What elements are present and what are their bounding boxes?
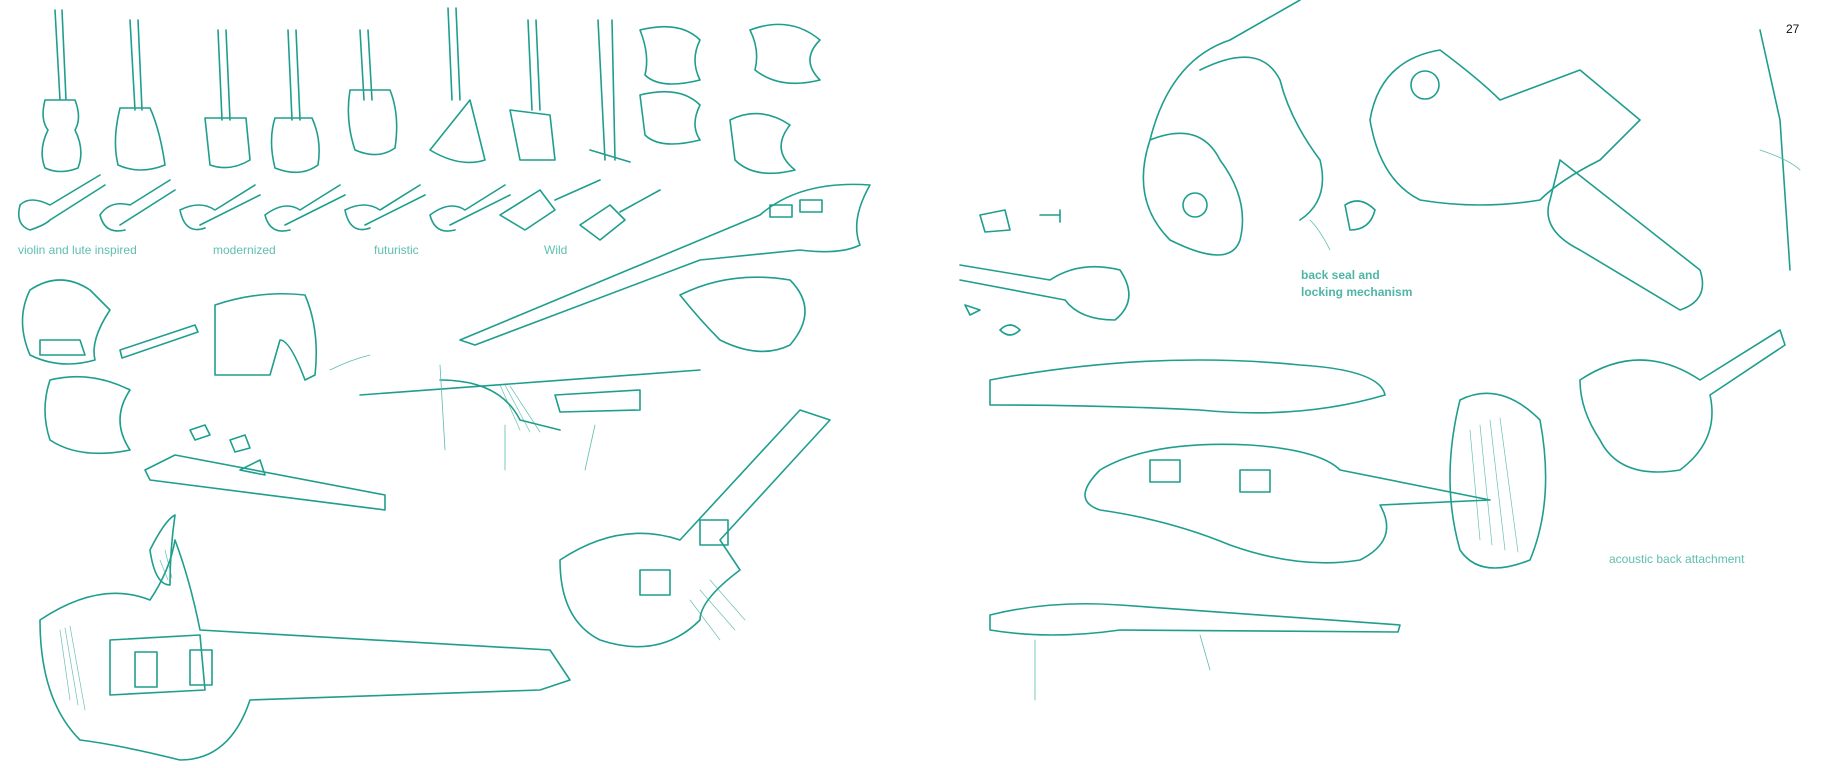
label-wild: Wild xyxy=(544,243,568,257)
label-modernized: modernized xyxy=(213,243,276,257)
page-number: 27 xyxy=(1786,22,1800,36)
thumbnail-guitars-row xyxy=(41,7,821,175)
left-sketches xyxy=(21,279,571,761)
thumbnail-guitars-angled xyxy=(17,174,661,241)
label-violin-lute-inspired: violin and lute inspired xyxy=(18,243,137,257)
label-futuristic: futuristic xyxy=(374,243,419,257)
label-acoustic-back-attachment: acoustic back attachment xyxy=(1609,552,1745,566)
annotation-leader-lines xyxy=(329,149,1801,701)
label-back-seal: back seal and locking mechanism xyxy=(1301,267,1412,301)
label-back-seal-line1: back seal and xyxy=(1301,268,1380,282)
label-back-seal-line2: locking mechanism xyxy=(1301,285,1413,299)
right-page-sketches xyxy=(959,0,1791,636)
center-sketches xyxy=(359,183,871,648)
